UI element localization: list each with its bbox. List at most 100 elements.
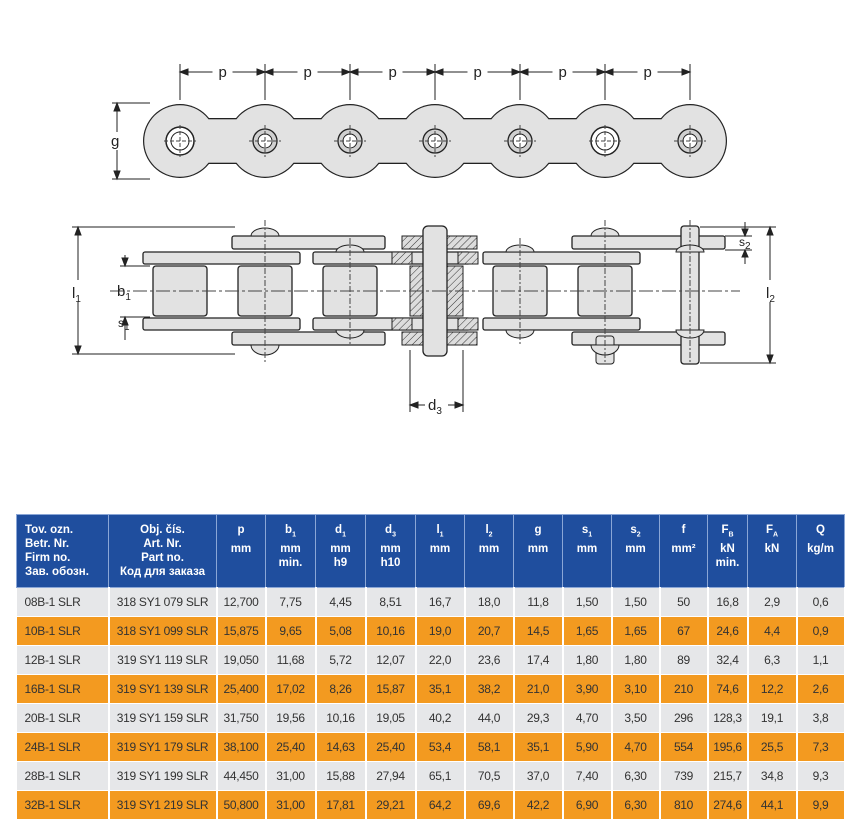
- table-cell: 15,875: [216, 616, 267, 646]
- chain-side-view: [143, 104, 727, 178]
- header-line: kN: [764, 543, 780, 556]
- table-cell: 7,3: [796, 732, 846, 762]
- header-line: Art. Nr.: [143, 538, 182, 550]
- chain-spec-table: Tov. ozn.Betr. Nr.Firm no.Зав. обозн.Obj…: [16, 514, 846, 820]
- table-cell: 08B-1 SLR: [16, 587, 110, 617]
- table-cell: 1,65: [611, 616, 661, 646]
- inner-plate: [142, 251, 301, 265]
- header-symbol: s: [581, 524, 589, 536]
- inner-plate: [482, 251, 641, 265]
- table-cell: 6,30: [611, 761, 661, 791]
- table-cell: 22,0: [415, 645, 466, 675]
- table-cell: 296: [659, 703, 709, 733]
- table-cell: 53,4: [415, 732, 466, 762]
- table-cell: 31,750: [216, 703, 267, 733]
- header-line: min.: [715, 557, 740, 570]
- table-cell: 2,9: [747, 587, 798, 617]
- table-cell: 2,6: [796, 674, 846, 704]
- header-line: mm²: [671, 543, 696, 556]
- table-cell: 16,8: [707, 587, 749, 617]
- table-cell: 28B-1 SLR: [16, 761, 110, 791]
- table-cell: 9,9: [796, 790, 846, 820]
- table-cell: 319 SY1 179 SLR: [108, 732, 218, 762]
- table-cell: 5,90: [562, 732, 613, 762]
- table-cell: 319 SY1 159 SLR: [108, 703, 218, 733]
- table-cell: 0,6: [796, 587, 846, 617]
- table-cell: 319 SY1 219 SLR: [108, 790, 218, 820]
- header-line: mm: [478, 543, 500, 556]
- table-cell: 10B-1 SLR: [16, 616, 110, 646]
- header-subscript: 1: [439, 531, 444, 539]
- table-cell: 15,88: [315, 761, 367, 791]
- pitch-label: p: [389, 64, 397, 81]
- chain-plan-view: [142, 220, 726, 365]
- table-cell: 4,70: [611, 732, 661, 762]
- table-cell: 9,65: [265, 616, 317, 646]
- column-header: Tov. ozn.Betr. Nr.Firm no.Зав. обозн.: [16, 514, 109, 588]
- table-cell: 9,3: [796, 761, 846, 791]
- table-cell: 29,21: [365, 790, 417, 820]
- d3-label: d3: [428, 397, 442, 417]
- table-cell: 44,1: [747, 790, 798, 820]
- pitch-label: p: [219, 64, 227, 81]
- header-line: Зав. обозн.: [25, 566, 89, 578]
- table-cell: 8,26: [315, 674, 367, 704]
- g-dimension: [112, 101, 150, 181]
- s2-label: s2: [739, 235, 751, 252]
- table-cell: 3,10: [611, 674, 661, 704]
- table-cell: 31,00: [265, 790, 317, 820]
- header-line: h9: [333, 557, 348, 570]
- table-cell: 67: [659, 616, 709, 646]
- table-cell: 6,90: [562, 790, 613, 820]
- header-line: kg/m: [807, 543, 834, 556]
- header-symbol: l: [436, 524, 440, 536]
- table-cell: 10,16: [365, 616, 417, 646]
- table-cell: 810: [659, 790, 709, 820]
- header-line: mm: [280, 543, 301, 556]
- l2-label: l2: [766, 285, 775, 305]
- table-cell: 23,6: [464, 645, 515, 675]
- table-cell: 16,7: [415, 587, 466, 617]
- table-cell: 11,8: [513, 587, 564, 617]
- table-cell: 1,80: [562, 645, 613, 675]
- table-cell: 25,400: [216, 674, 267, 704]
- header-line: mm: [576, 543, 598, 556]
- table-cell: 8,51: [365, 587, 417, 617]
- table-cell: 32,4: [707, 645, 749, 675]
- table-cell: 17,4: [513, 645, 564, 675]
- header-line: Код для заказа: [119, 566, 206, 578]
- table-cell: 274,6: [707, 790, 749, 820]
- table-cell: 6,3: [747, 645, 798, 675]
- table-cell: 19,050: [216, 645, 267, 675]
- header-subscript: 1: [342, 531, 346, 539]
- table-cell: 15,87: [365, 674, 417, 704]
- table-cell: 0,9: [796, 616, 846, 646]
- table-cell: 25,5: [747, 732, 798, 762]
- table-cell: 17,81: [315, 790, 367, 820]
- table-cell: 12,700: [216, 587, 267, 617]
- pin-hole-icon: [674, 125, 706, 157]
- table-cell: 89: [659, 645, 709, 675]
- table-cell: 319 SY1 119 SLR: [108, 645, 218, 675]
- table-cell: 4,45: [315, 587, 367, 617]
- table-cell: 12,2: [747, 674, 798, 704]
- l1-label: l1: [72, 285, 81, 305]
- table-cell: 1,50: [611, 587, 661, 617]
- pitch-label: p: [304, 64, 312, 81]
- header-symbol: b: [285, 524, 293, 536]
- table-cell: 70,5: [464, 761, 515, 791]
- table-cell: 37,0: [513, 761, 564, 791]
- header-line: kN: [720, 543, 735, 556]
- pitch-label: p: [474, 64, 482, 81]
